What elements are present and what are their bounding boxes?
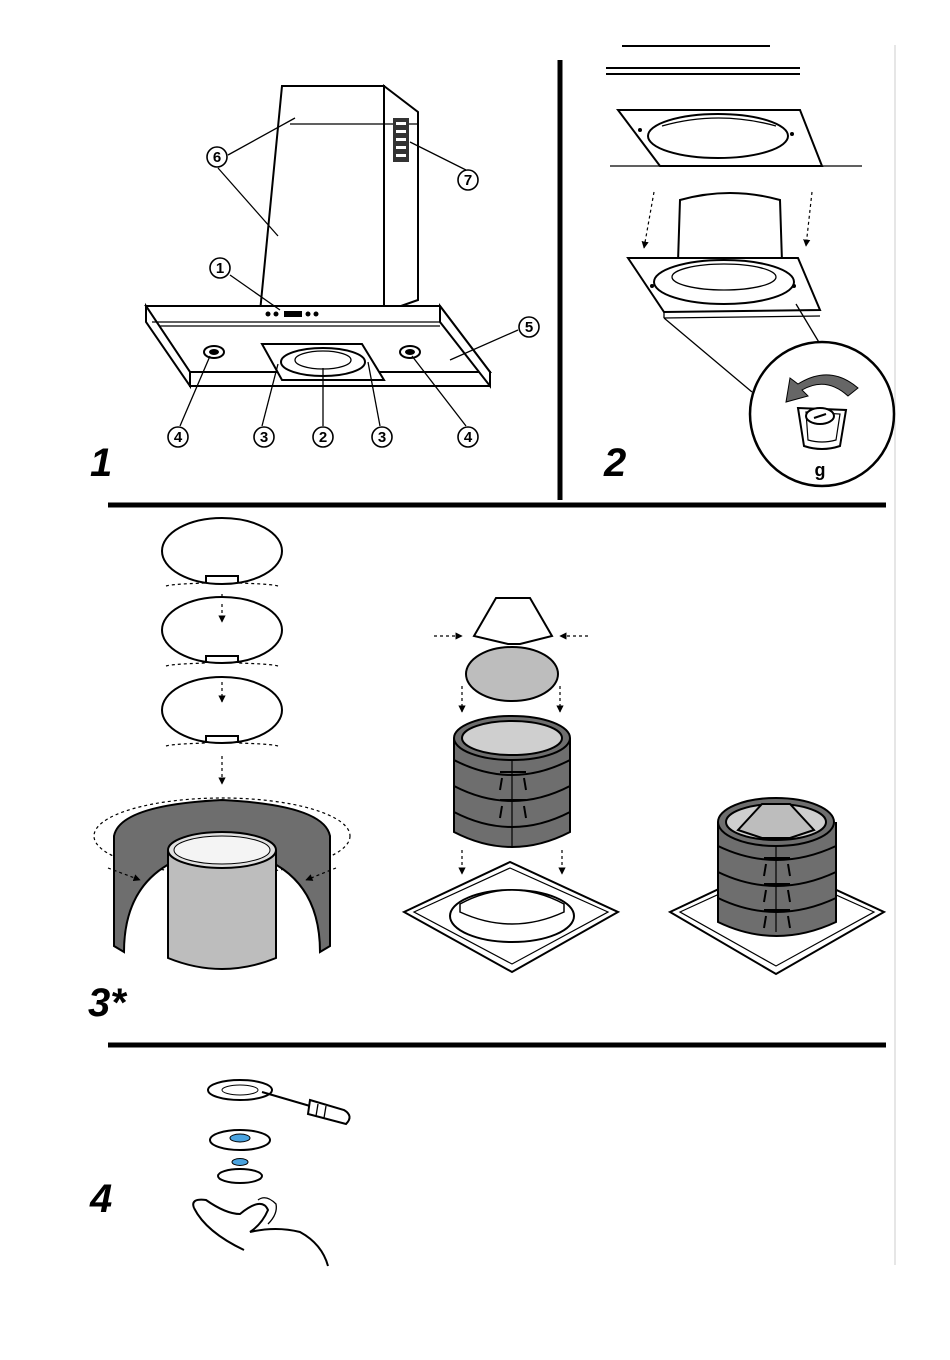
svg-text:1: 1 [216,260,224,277]
svg-text:4: 4 [174,429,183,446]
callout-3-left: 3 [254,427,274,447]
callout-7: 7 [458,170,478,190]
callout-3-right: 3 [372,427,392,447]
callout-4-right: 4 [458,427,478,447]
hand-icon [193,1198,328,1266]
lamp-left [204,346,224,358]
callout-1: 1 [210,258,230,278]
hood-drawing [146,86,490,386]
filter-install-drawing: g [606,46,894,486]
svg-text:6: 6 [213,149,221,166]
screwdriver-icon [262,1092,350,1124]
panel-number-4: 4 [89,1177,112,1221]
lamp-replace-drawing [193,1080,349,1266]
panel-number-3: 3* [88,981,128,1025]
callout-5: 5 [519,317,539,337]
vent-grille [393,118,409,162]
panel-number-2: 2 [603,441,626,485]
lamp-right [400,346,420,358]
svg-text:7: 7 [464,172,472,189]
panel-number-1: 1 [90,441,112,485]
svg-text:3: 3 [260,429,268,446]
callout-6: 6 [207,147,227,167]
callout-2: 2 [313,427,333,447]
filter-roll-drawing [94,518,350,969]
detail-magnifier: g [750,342,894,486]
svg-text:5: 5 [525,319,533,336]
filter-stack-drawing [404,598,618,972]
svg-text:2: 2 [319,429,327,446]
svg-text:4: 4 [464,429,473,446]
detail-label: g [815,460,826,480]
callout-4-left: 4 [168,427,188,447]
assembled-filter-drawing [670,798,884,974]
svg-text:3: 3 [378,429,386,446]
